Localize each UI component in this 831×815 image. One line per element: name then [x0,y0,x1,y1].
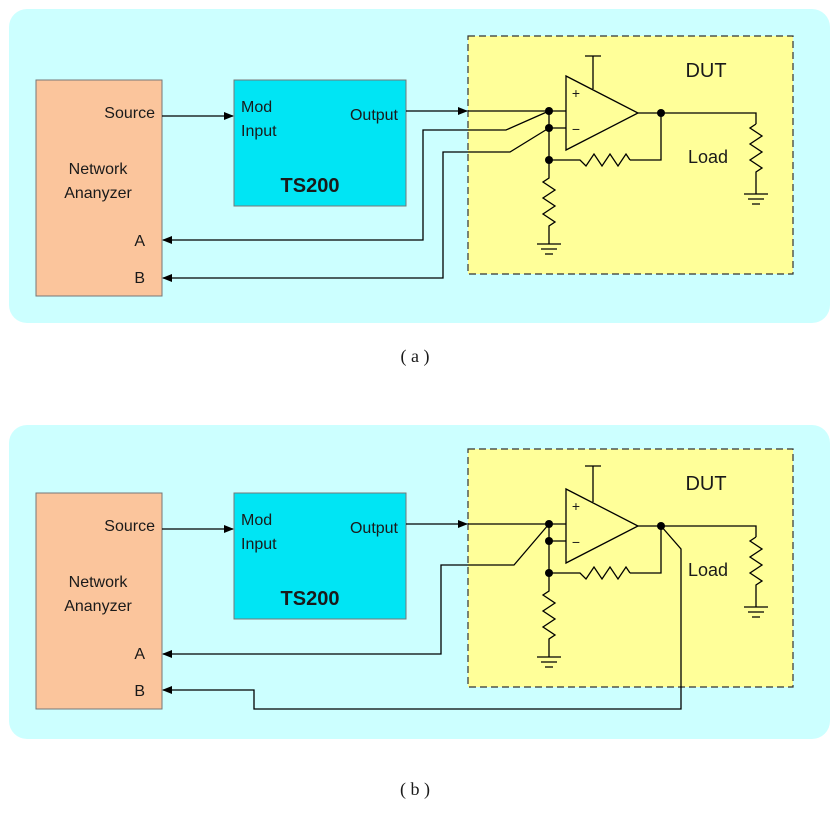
ts200-mod-label: Mod [241,99,272,116]
dut-box [467,35,794,275]
ts200-output-label: Output [350,520,399,537]
op-amp-supply [585,55,601,89]
op-amp-output-wire [638,112,757,124]
load-resistor [748,123,764,192]
analyzer-port-b-label: B [134,683,145,700]
analyzer-source-label: Source [104,105,155,122]
analyzer-port-b-label: B [134,270,145,287]
feedback-wire [630,526,662,574]
op-amp-minus-sign: − [572,534,580,550]
junction-dot [545,107,553,115]
feedback-resistor [549,565,631,581]
analyzer-port-a-label: A [134,233,145,250]
analyzer-source-label: Source [104,518,155,535]
ground-symbol [537,653,561,668]
probe-a-wire [162,523,550,658]
op-amp-plus-sign: + [572,85,580,101]
network-analyzer-box [35,79,163,297]
ts200-box [233,492,407,620]
ground-resistor [541,573,557,653]
junction-dot [545,124,553,132]
diagram-a: Source Network Ananyzer A B Mod Input Ou… [9,9,830,367]
analyzer-title-line2: Ananyzer [64,185,132,202]
analyzer-title-line1: Network [69,574,129,591]
diagram-b: Source Network Ananyzer A B Mod Input Ou… [9,425,830,800]
op-amp-plus-sign: + [572,498,580,514]
ts200-box [233,79,407,207]
junction-dot [657,522,665,530]
dut-label: DUT [685,60,726,82]
junction-dot [657,109,665,117]
load-resistor [748,536,764,605]
caption-b: ( b ) [400,779,430,800]
junction-dot [545,156,553,164]
ground-symbol [537,240,561,255]
analyzer-port-a-label: A [134,646,145,663]
ts200-input-label: Input [241,123,277,140]
op-amp-symbol [565,74,640,152]
probe-b-wire [162,127,550,282]
load-label: Load [688,560,728,580]
dut-label: DUT [685,473,726,495]
analyzer-title-line2: Ananyzer [64,598,132,615]
analyzer-title-line1: Network [69,161,129,178]
ts200-name: TS200 [281,175,340,197]
ts200-input-label: Input [241,536,277,553]
probe-a-wire [162,110,550,244]
op-amp-symbol [565,487,640,565]
junction-dot [545,569,553,577]
network-analyzer-box [35,492,163,710]
feedback-resistor [549,152,631,168]
dut-box [467,448,794,688]
op-amp-minus-sign: − [572,121,580,137]
ts200-mod-label: Mod [241,512,272,529]
op-amp-supply [585,465,601,502]
junction-dot [545,520,553,528]
junction-dot [545,537,553,545]
ts200-output-label: Output [350,107,399,124]
ts200-name: TS200 [281,588,340,610]
load-ground-symbol [744,605,768,618]
op-amp-output-wire [638,525,757,537]
load-ground-symbol [744,192,768,205]
ground-resistor [541,160,557,240]
probe-b-wire [162,525,682,710]
load-label: Load [688,147,728,167]
caption-a: ( a ) [401,346,430,367]
feedback-wire [630,113,662,161]
